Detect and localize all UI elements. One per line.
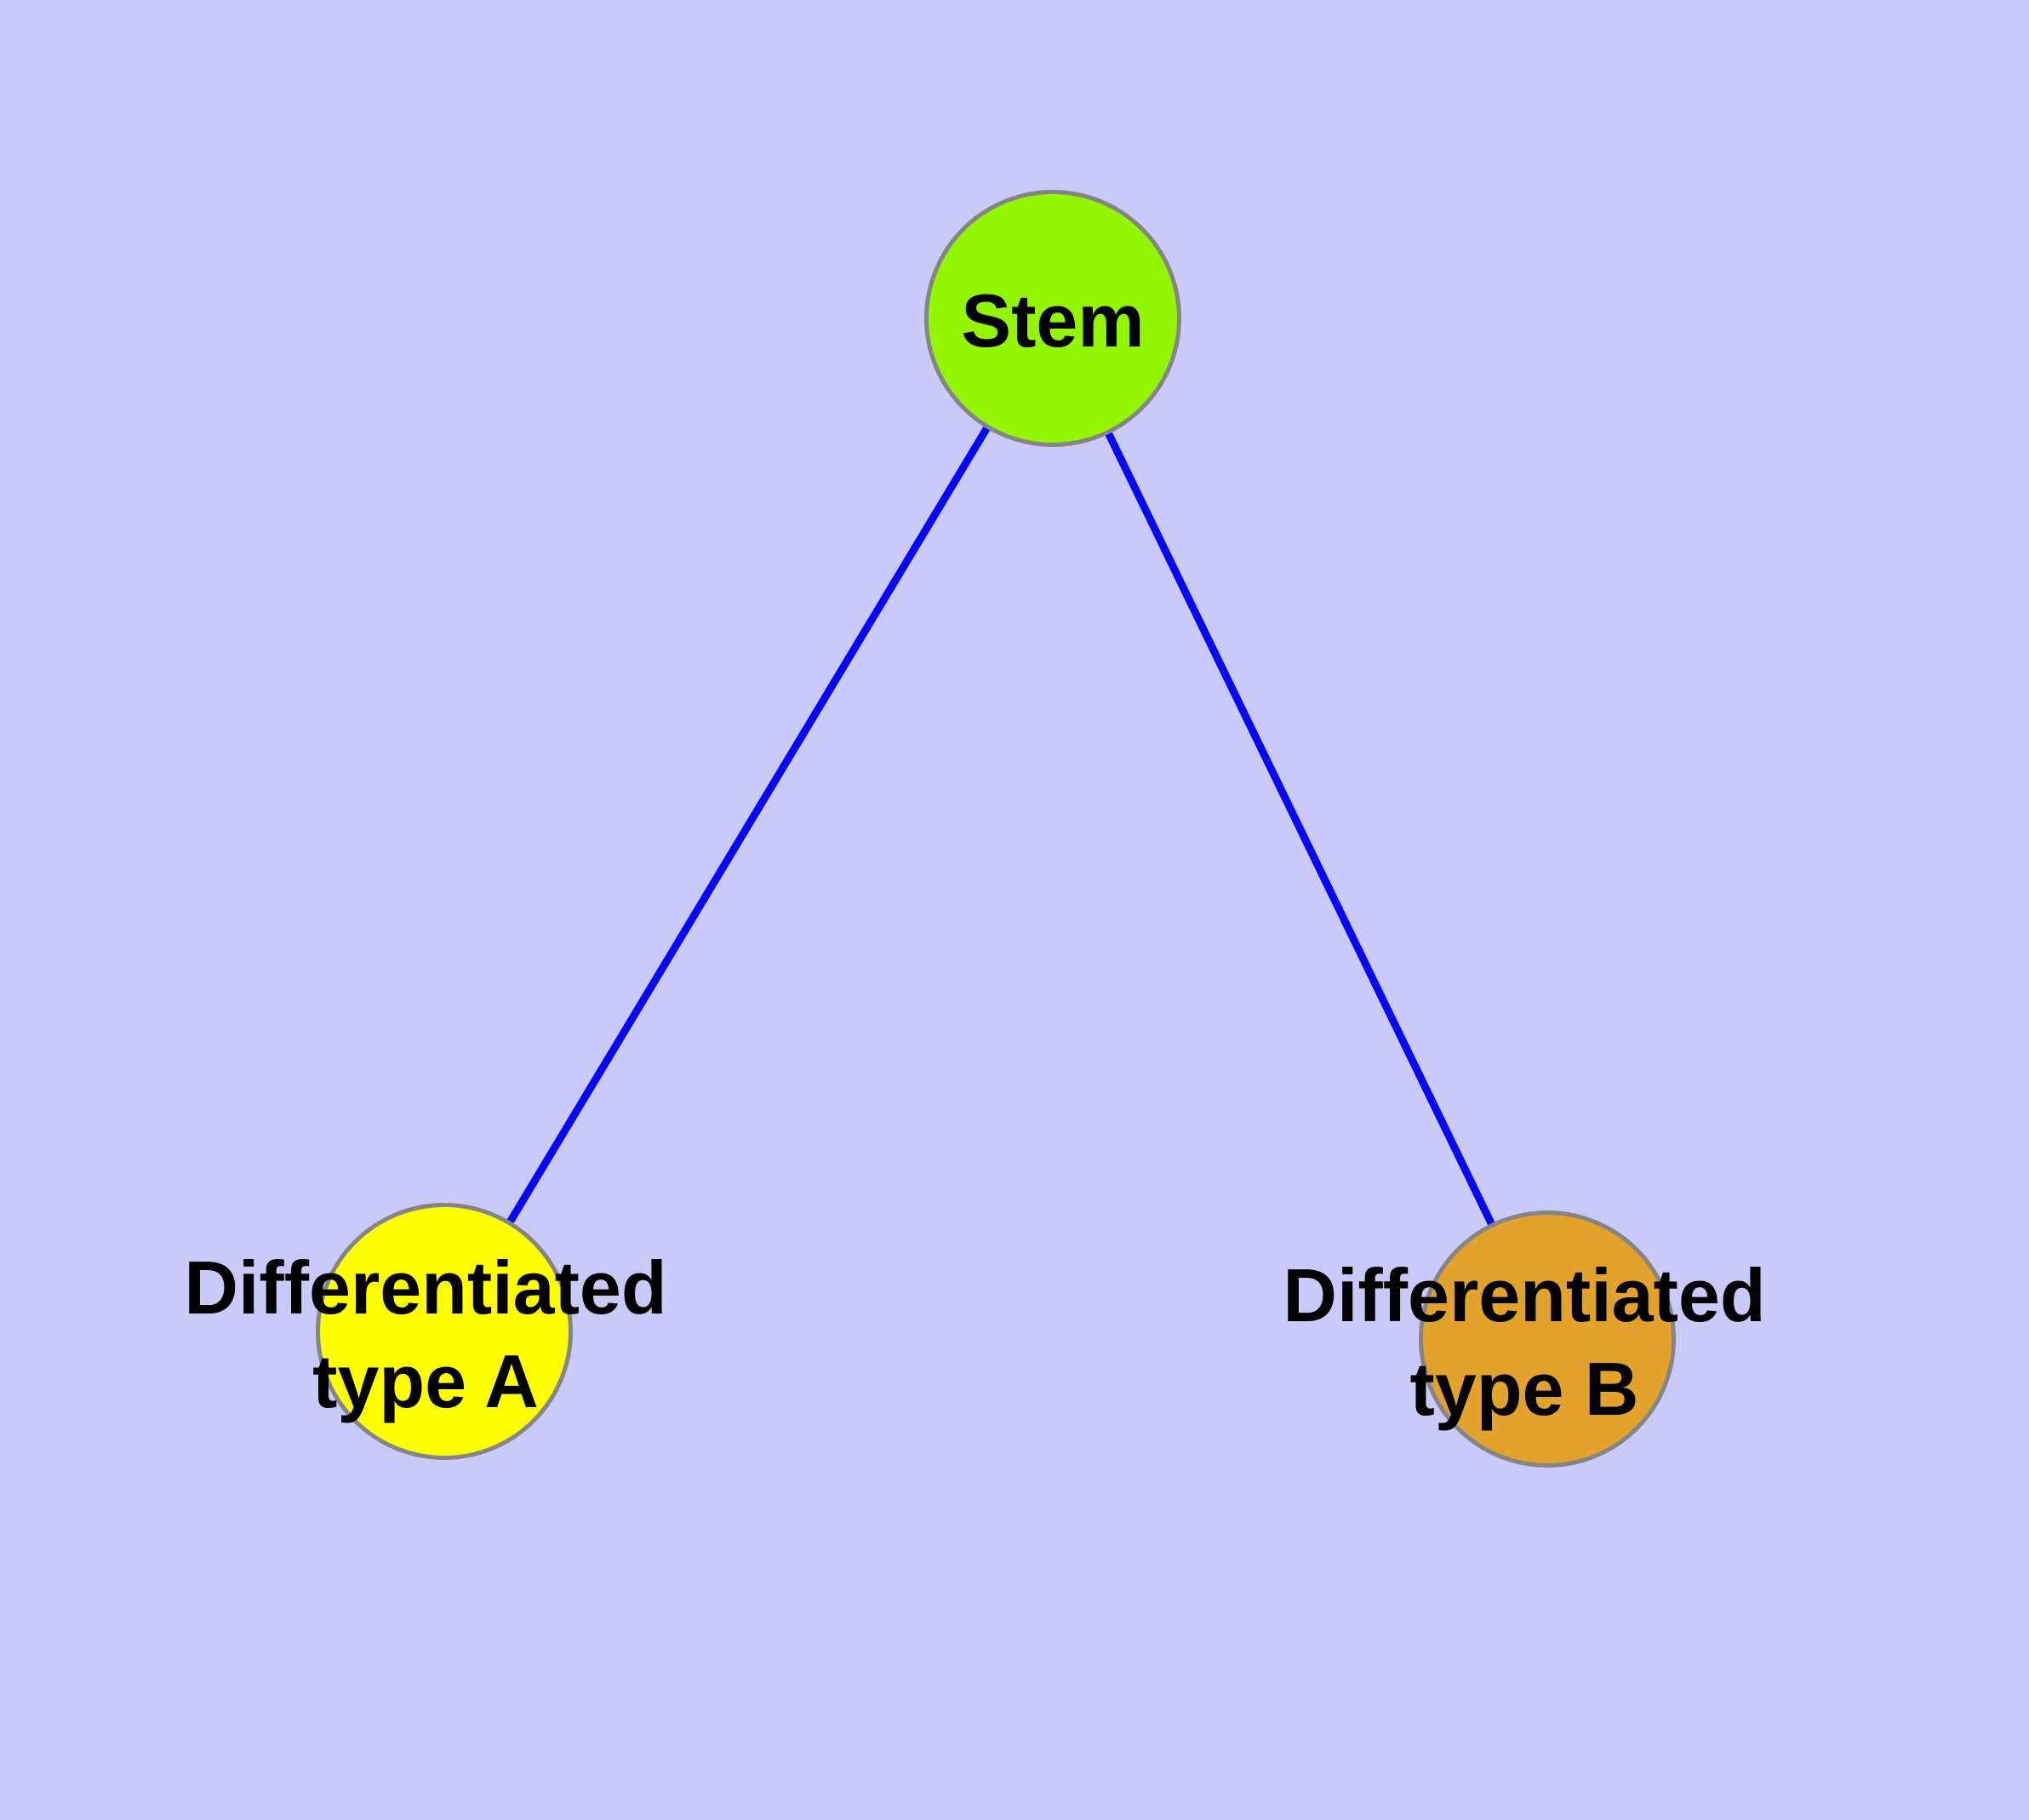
graph-edge-stem-to-differentiated-type-b	[1049, 317, 1552, 1341]
graph-node-differentiated-type-b	[1419, 1210, 1676, 1468]
graph-node-stem	[924, 190, 1181, 447]
graph-node-differentiated-type-a	[316, 1203, 573, 1460]
node-label-stem: Stem	[961, 278, 1145, 363]
node-label-differentiated-type-b: Differentiated type B	[1283, 1253, 1766, 1431]
graph-edge-stem-to-differentiated-type-a	[441, 316, 1056, 1334]
node-label-differentiated-type-a: Differentiated type A	[184, 1245, 667, 1423]
